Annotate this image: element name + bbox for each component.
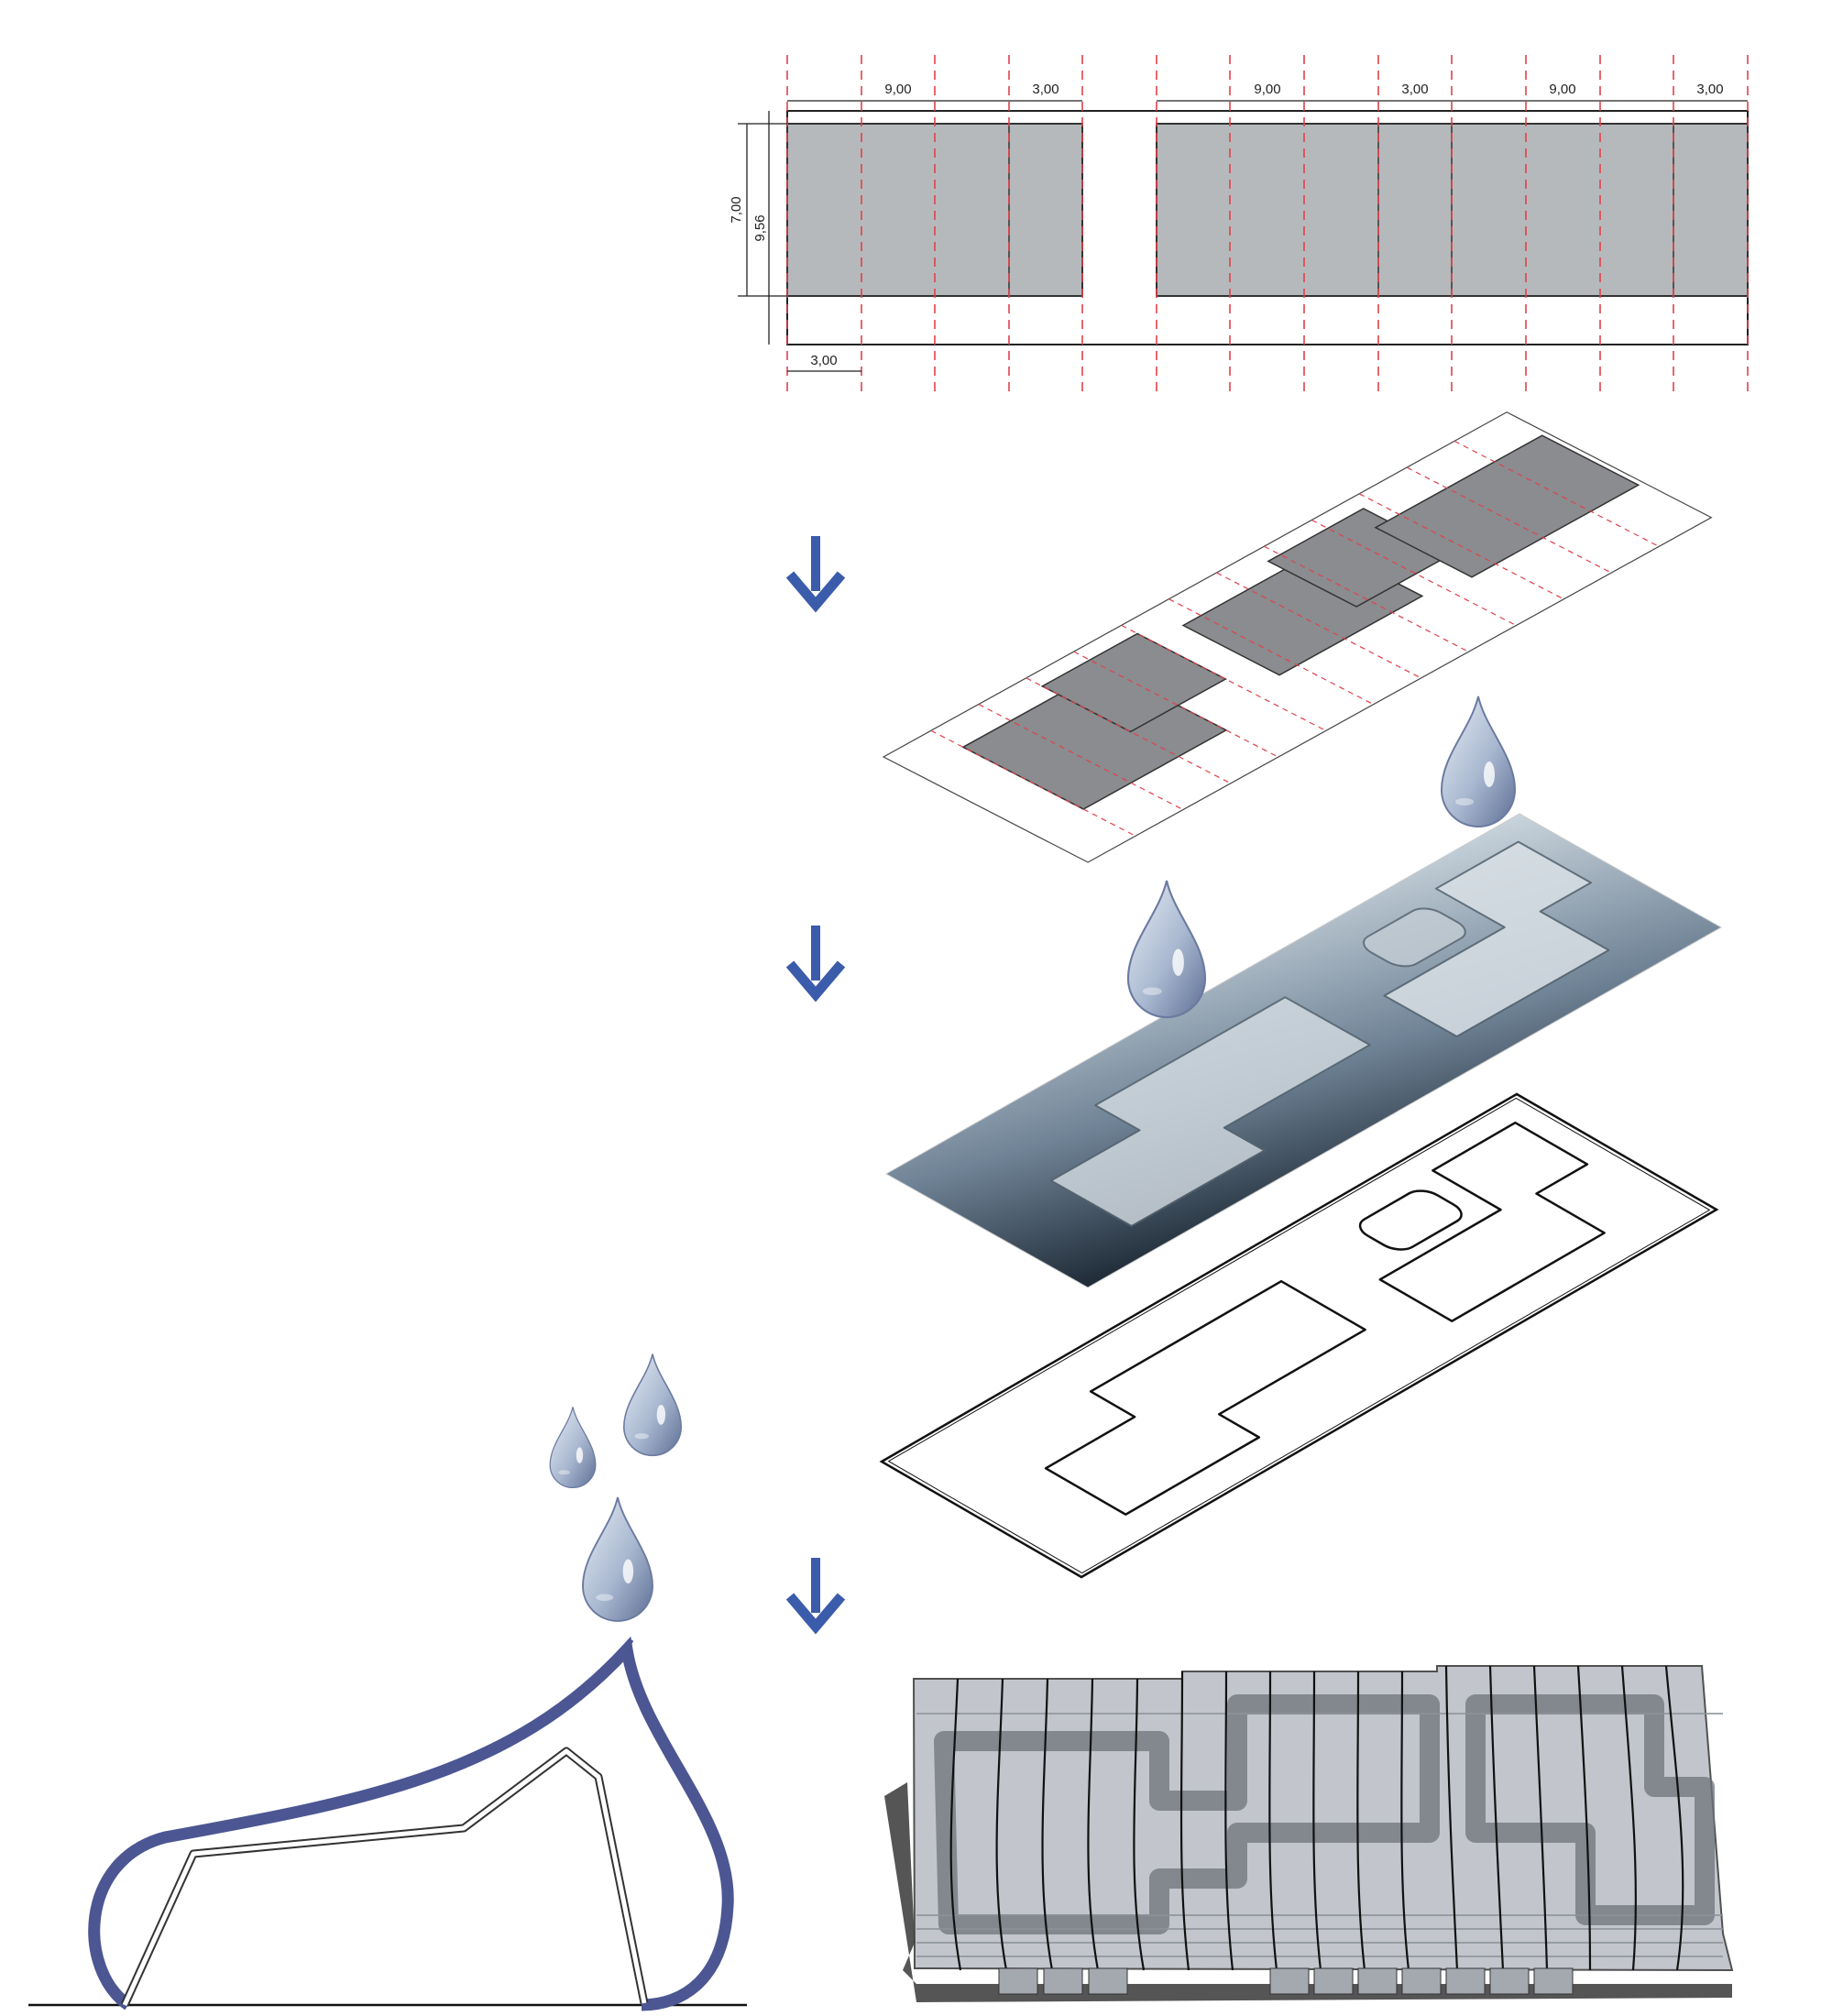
dimension-label: 3,00 bbox=[1696, 82, 1723, 97]
dimension-label-bottom: 3,00 bbox=[810, 353, 837, 368]
dimension-label: 9,00 bbox=[1549, 82, 1575, 97]
water-drop-icon bbox=[582, 1496, 653, 1622]
building-section bbox=[28, 1636, 747, 2011]
water-puddle-right bbox=[1316, 842, 1660, 1037]
water-puddle-small bbox=[1355, 904, 1474, 970]
shell-curve bbox=[88, 1636, 734, 2011]
dimension-label: 3,00 bbox=[1401, 82, 1428, 97]
outline-plate bbox=[882, 1094, 1717, 1577]
dimension-label: 3,00 bbox=[1032, 82, 1059, 97]
building-3d-model bbox=[884, 1665, 1734, 2002]
dimension-label: 9,00 bbox=[1254, 82, 1280, 97]
water-drop-icon bbox=[549, 1406, 597, 1489]
dimension-label-height-outer: 9,56 bbox=[752, 214, 768, 241]
isometric-plan bbox=[883, 412, 1711, 862]
water-drop-icon bbox=[1126, 879, 1207, 1019]
arrow-down-icon bbox=[790, 1558, 841, 1627]
water-surface-plate bbox=[886, 814, 1721, 1287]
dimension-label: 9,00 bbox=[884, 82, 911, 97]
water-puddle-left bbox=[1006, 997, 1410, 1226]
water-drop-icon bbox=[623, 1353, 682, 1457]
dimension-lines bbox=[738, 100, 1748, 372]
arrow-down-icon bbox=[790, 926, 841, 994]
arrow-down-icon bbox=[790, 536, 841, 605]
water-drop-icon bbox=[1441, 696, 1516, 827]
plan-drawing: 9,00 3,00 9,00 3,00 9,00 3,00 7,00 9,56 … bbox=[729, 55, 1749, 394]
dimension-label-height-inner: 7,00 bbox=[729, 196, 744, 223]
structural-grid-lines bbox=[786, 55, 1749, 394]
